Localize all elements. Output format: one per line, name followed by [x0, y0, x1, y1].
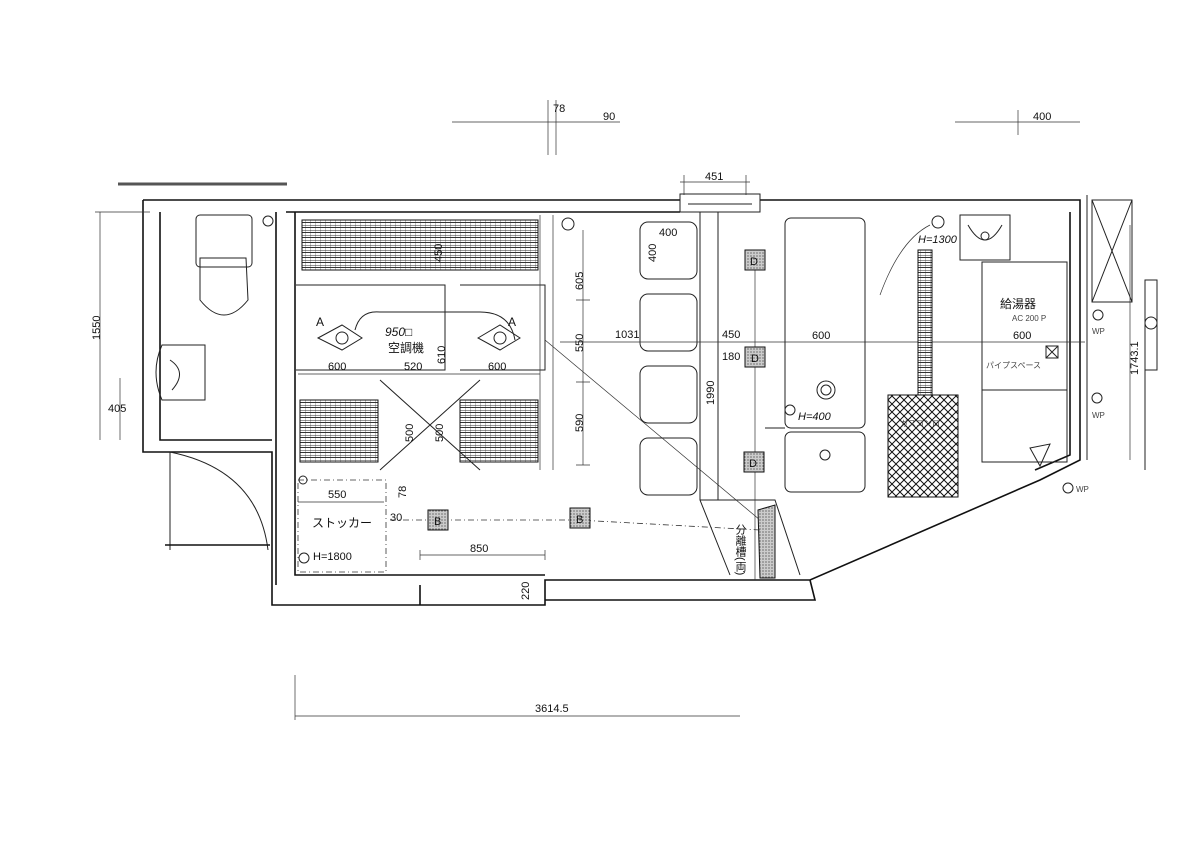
walls	[142, 193, 1146, 606]
dim-500-b: 500	[434, 424, 446, 442]
box-b-1: B	[434, 516, 441, 528]
dim-590: 590	[574, 414, 586, 432]
bottom-dimensions: 850 220 3614.5	[294, 543, 740, 720]
dim-600-right: 600	[488, 361, 506, 373]
dim-610: 610	[436, 346, 448, 364]
box-b-2: B	[576, 514, 583, 526]
dim-78: 78	[553, 103, 565, 115]
dim-3614-5: 3614.5	[535, 703, 569, 715]
dim-220: 220	[520, 582, 532, 600]
stocker-label: ストッカー	[312, 516, 372, 530]
outlet-icon	[298, 552, 310, 564]
drain-d-3: D	[749, 458, 757, 470]
dim-600: 600	[812, 330, 830, 342]
outlet-icon	[561, 217, 575, 231]
dim-600-left: 600	[328, 361, 346, 373]
toilet-bowl	[199, 257, 249, 316]
dim-605: 605	[574, 272, 586, 290]
dim-1990: 1990	[705, 381, 717, 405]
aircon-size: 950□	[385, 325, 412, 339]
dim-400-v: 400	[647, 244, 659, 262]
toilet-tank	[195, 214, 253, 268]
stocker-height: H=1800	[313, 551, 352, 563]
outlet-icon	[784, 404, 796, 416]
dim-850: 850	[470, 543, 488, 555]
dim-1743: 1743.1	[1129, 341, 1141, 375]
mark-a-left: A	[316, 315, 324, 329]
wp-2: WP	[1092, 411, 1105, 420]
outlet-icon	[931, 215, 945, 229]
hatch-label: ガスコンロ	[900, 418, 940, 428]
work-tables: 400 400 1031 450 1990 180 600	[560, 212, 1085, 576]
cooking-area: ガスコンロ H=1300	[879, 215, 959, 498]
dim-90: 90	[603, 111, 615, 123]
drain-d-2: D	[751, 353, 759, 365]
dim-405: 405	[108, 403, 126, 415]
separator-label: 分離槽(両)	[734, 524, 747, 576]
air-conditioner: A A 950□ 空調機 610 600 520 600 500 500	[298, 311, 540, 471]
outlet-h400: H=400	[798, 411, 832, 423]
stocker: 550 30 78 ストッカー H=1800	[297, 475, 409, 573]
hand-basin	[155, 344, 206, 401]
separator-tank: 分離槽(両)	[734, 504, 776, 579]
outlet-icon	[262, 215, 274, 227]
dim-600-right: 600	[1013, 330, 1031, 342]
drain-d-1: D	[750, 256, 758, 268]
dim-400-h: 400	[659, 227, 677, 239]
dim-500-a: 500	[404, 424, 416, 442]
sinks: H=400	[765, 217, 866, 493]
dim-78-stocker: 78	[397, 486, 409, 498]
top-dimensions: 78 90 400 451	[118, 100, 1080, 195]
mark-a-right: A	[508, 315, 516, 329]
upper-shelves: 450	[296, 215, 554, 470]
toilet-room: 1550 405	[91, 211, 274, 551]
door-swing	[169, 451, 269, 551]
right-section: 給湯器 AC 200 P 600 パイプスペース WP WP WP 1743.1	[959, 199, 1158, 494]
dim-451: 451	[705, 171, 723, 183]
dim-1550: 1550	[91, 316, 103, 340]
dim-1031: 1031	[615, 329, 639, 341]
dim-550-stocker: 550	[328, 489, 346, 501]
aircon-label: 空調機	[388, 340, 424, 355]
junction-boxes: B B	[390, 507, 761, 531]
dim-30: 30	[390, 512, 402, 524]
hot-water-label: 給湯器	[1000, 297, 1036, 311]
small-note: パイプスペース	[986, 361, 1041, 370]
wp-1: WP	[1092, 327, 1105, 336]
wp-3: WP	[1076, 485, 1089, 494]
prep-dimensions: 605 550 590	[544, 217, 761, 521]
hand-wash-sink	[959, 214, 1011, 261]
drains: D D D	[743, 249, 766, 580]
dim-180: 180	[722, 351, 740, 363]
hot-water-model: AC 200 P	[1012, 314, 1046, 323]
dim-450-hood: 450	[433, 244, 445, 262]
dim-550: 550	[574, 334, 586, 352]
dim-520: 520	[404, 361, 422, 373]
counter	[981, 261, 1068, 463]
dim-450: 450	[722, 329, 740, 341]
outlet-h1300: H=1300	[918, 234, 958, 246]
dim-400: 400	[1033, 111, 1051, 123]
